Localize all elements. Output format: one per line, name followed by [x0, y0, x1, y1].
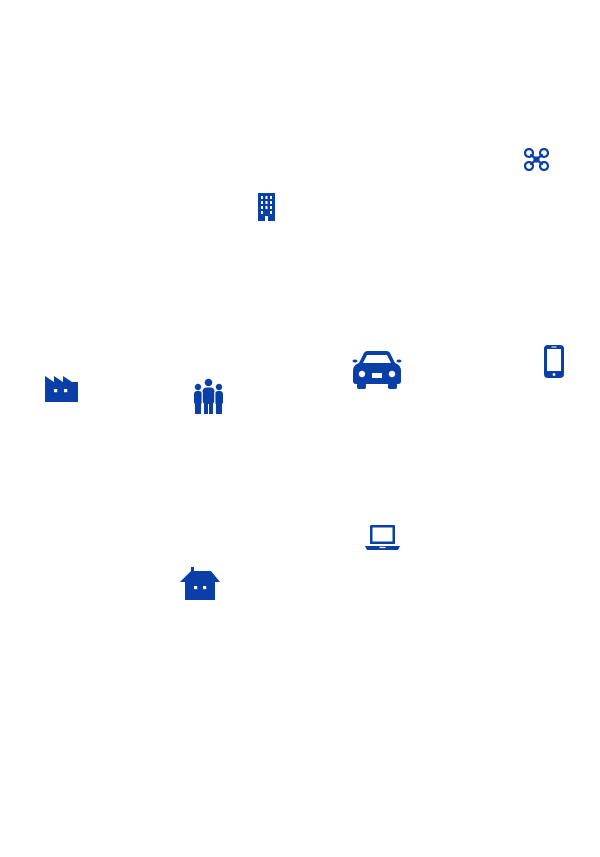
- laptop-icon-graphic: [365, 525, 400, 550]
- factory-icon: [44, 374, 79, 403]
- car-icon: [352, 350, 402, 390]
- house-icon-graphic: [180, 567, 220, 600]
- smartphone-icon: [543, 344, 565, 379]
- drone-icon: [524, 148, 549, 171]
- factory-icon-graphic: [45, 376, 78, 402]
- people-group-icon: [192, 378, 225, 415]
- office-building-icon-graphic: [258, 193, 275, 221]
- house-icon: [180, 567, 220, 600]
- smartphone-icon-graphic: [544, 345, 564, 378]
- office-building-icon: [257, 192, 276, 221]
- drone-icon-graphic: [524, 148, 549, 171]
- car-icon-graphic: [352, 351, 402, 389]
- people-group-icon-graphic: [194, 378, 223, 414]
- laptop-icon: [365, 524, 400, 551]
